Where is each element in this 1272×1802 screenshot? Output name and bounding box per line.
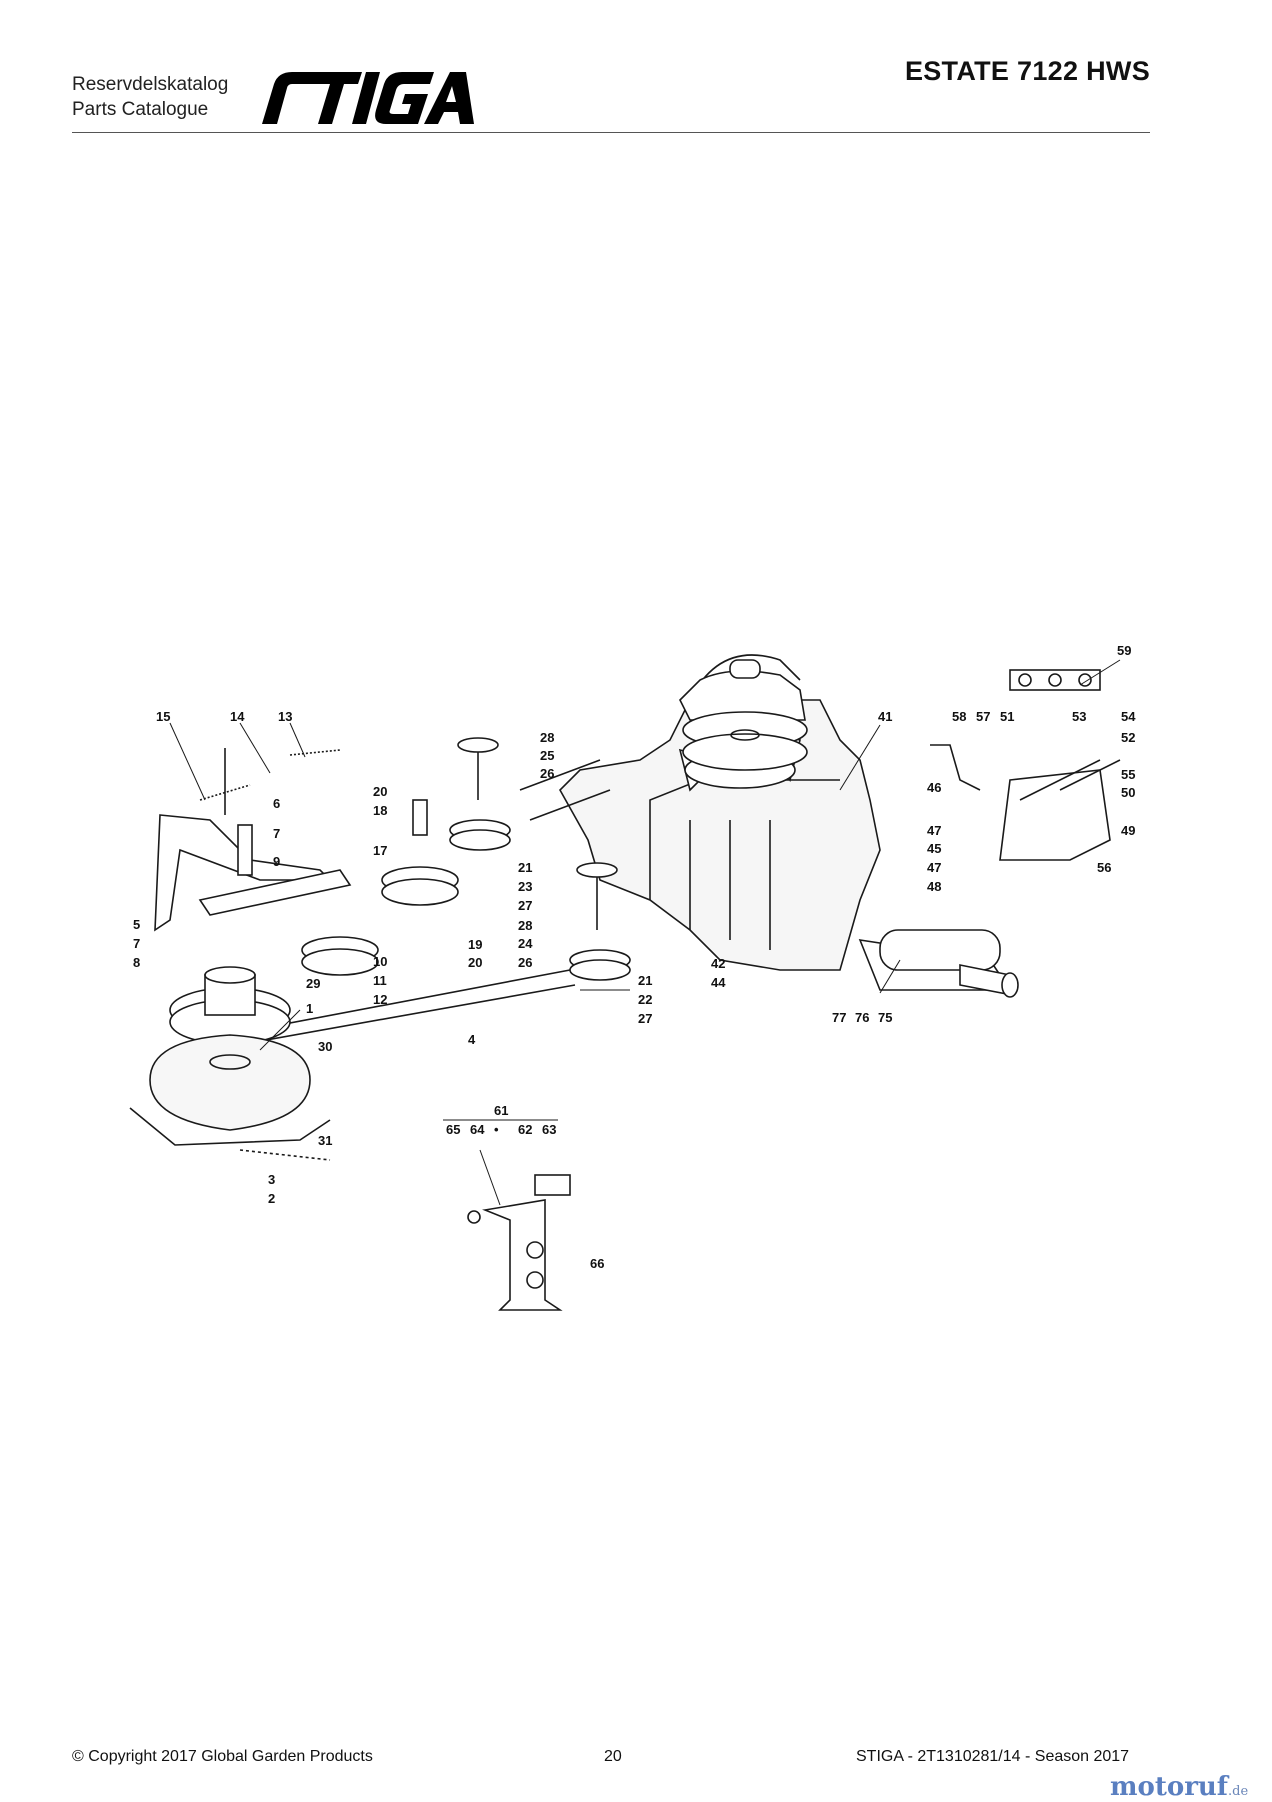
callout-53: 53	[1072, 709, 1086, 724]
lever-bracket	[930, 669, 1121, 861]
callout-46: 46	[927, 780, 941, 795]
callout-42: 42	[711, 956, 725, 971]
callout-20-a: 20	[373, 784, 387, 799]
callout-24: 24	[518, 936, 533, 951]
callout-47-b: 47	[927, 860, 941, 875]
callout-30: 30	[318, 1039, 332, 1054]
callout-22: 22	[638, 992, 652, 1007]
callout-51: 51	[1000, 709, 1014, 724]
callout-5: 5	[133, 917, 140, 932]
electric-clutch	[129, 966, 331, 1161]
copyright-notice: © Copyright 2017 Global Garden Products	[72, 1748, 373, 1765]
callout-62: 62	[518, 1122, 532, 1137]
callout-76: 76	[855, 1010, 869, 1025]
callout-50: 50	[1121, 785, 1135, 800]
watermark-tld: .de	[1228, 1784, 1249, 1799]
callout-64: 64	[470, 1122, 485, 1137]
callout-group-dot: •	[494, 1122, 499, 1137]
callout-27-b: 27	[638, 1011, 652, 1026]
callout-52: 52	[1121, 730, 1135, 745]
callout-21-b: 21	[638, 973, 652, 988]
callout-59: 59	[1117, 643, 1131, 658]
callout-56: 56	[1097, 860, 1111, 875]
catalogue-subtitle: Reservdelskatalog Parts Catalogue	[72, 72, 228, 122]
callout-28-a: 28	[540, 730, 554, 745]
callout-14: 14	[230, 709, 245, 724]
callout-31: 31	[318, 1133, 332, 1148]
callout-2: 2	[268, 1191, 275, 1206]
callout-26-b: 26	[518, 955, 532, 970]
axle	[858, 929, 1019, 998]
callout-4: 4	[468, 1032, 476, 1047]
callout-7-b: 7	[133, 936, 140, 951]
stiga-logo	[262, 72, 474, 124]
callout-26-a: 26	[540, 766, 554, 781]
callout-labels: 15 14 13 6 7 9 5 7 8 20 18 17 28 25 26 2…	[133, 643, 1136, 1271]
callout-27-a: 27	[518, 898, 532, 913]
callout-77: 77	[832, 1010, 846, 1025]
idler-pulleys	[301, 737, 631, 981]
callout-6: 6	[273, 796, 280, 811]
callout-12: 12	[373, 992, 387, 1007]
callout-47-a: 47	[927, 823, 941, 838]
callout-45: 45	[927, 841, 941, 856]
callout-54: 54	[1121, 709, 1136, 724]
callout-18: 18	[373, 803, 387, 818]
callout-8: 8	[133, 955, 140, 970]
callout-3: 3	[268, 1172, 275, 1187]
callout-7-a: 7	[273, 826, 280, 841]
callout-28-b: 28	[518, 918, 532, 933]
safety-switch	[467, 1174, 571, 1311]
callout-49: 49	[1121, 823, 1135, 838]
callout-66: 66	[590, 1256, 604, 1271]
callout-63: 63	[542, 1122, 556, 1137]
callout-17: 17	[373, 843, 387, 858]
model-title: ESTATE 7122 HWS	[904, 56, 1150, 86]
callout-9: 9	[273, 854, 280, 869]
callout-15: 15	[156, 709, 170, 724]
callout-57: 57	[976, 709, 990, 724]
document-reference: STIGA - 2T1310281/14 - Season 2017	[856, 1748, 1130, 1765]
page-number: 20	[604, 1748, 622, 1765]
site-watermark: motoruf.de	[1110, 1772, 1248, 1802]
callout-75: 75	[878, 1010, 892, 1025]
watermark-main: motoruf	[1110, 1772, 1228, 1802]
callout-58: 58	[952, 709, 966, 724]
callout-55: 55	[1121, 767, 1135, 782]
leader-lines	[169, 659, 1121, 1206]
callout-41: 41	[878, 709, 892, 724]
transmission-pulley	[679, 659, 808, 771]
idler-bracket	[154, 748, 352, 932]
callout-29: 29	[306, 976, 320, 991]
callout-21-a: 21	[518, 860, 532, 875]
header-divider	[72, 132, 1150, 133]
callout-20-b: 20	[468, 955, 482, 970]
callout-1: 1	[306, 1001, 313, 1016]
callout-25: 25	[540, 748, 554, 763]
callout-10: 10	[373, 954, 387, 969]
callout-11: 11	[373, 973, 387, 988]
callout-13: 13	[278, 709, 292, 724]
diagram-artwork	[129, 654, 1121, 1311]
subtitle-swedish: Reservdelskatalog	[72, 74, 229, 95]
callout-65: 65	[446, 1122, 460, 1137]
callout-19: 19	[468, 937, 482, 952]
subtitle-english: Parts Catalogue	[72, 99, 209, 120]
callout-23: 23	[518, 879, 532, 894]
callout-61: 61	[494, 1103, 508, 1118]
callout-44: 44	[711, 975, 726, 990]
callout-48: 48	[927, 879, 941, 894]
